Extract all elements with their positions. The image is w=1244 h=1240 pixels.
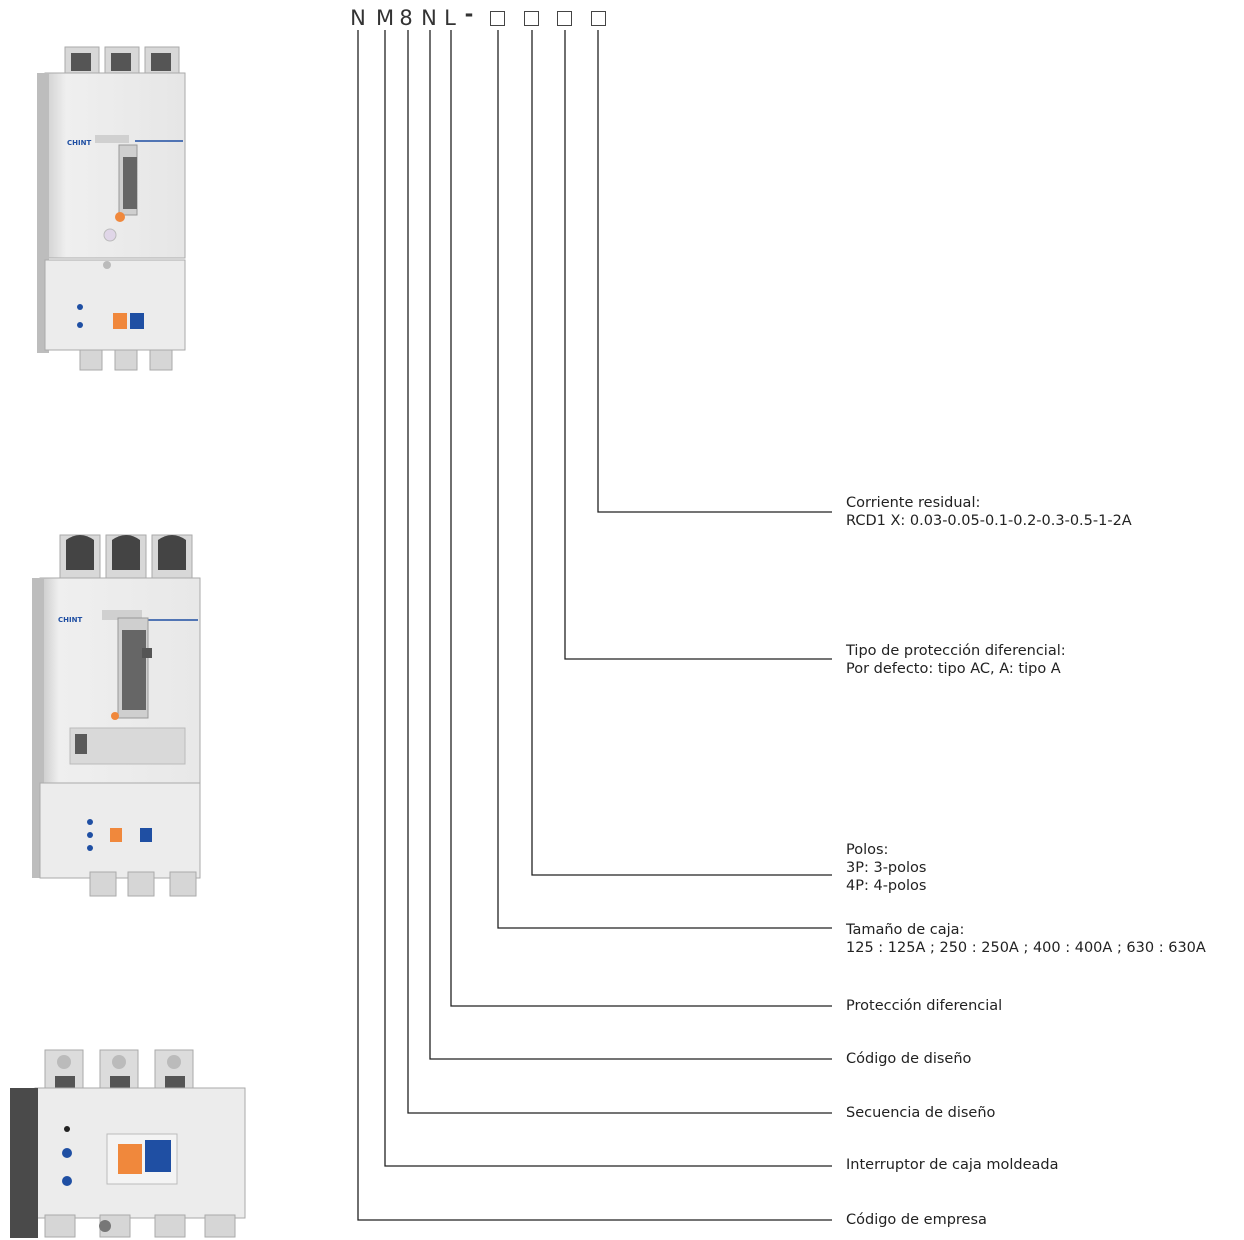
- label-case-size-values: 125 : 125A ; 250 : 250A ; 400 : 400A ; 6…: [846, 940, 1206, 956]
- label-poles-4p: 4P: 4-polos: [846, 878, 927, 894]
- label-residual-current-title: Corriente residual:: [846, 495, 981, 511]
- connector-company-code: [357, 30, 832, 1221]
- placeholder-box-protection-type: [557, 11, 572, 26]
- placeholder-box-residual-current: [591, 11, 606, 26]
- code-letter-l: L: [444, 6, 456, 30]
- label-protection-type-title: Tipo de protección diferencial:: [846, 643, 1066, 659]
- label-company-code-text: Código de empresa: [846, 1212, 987, 1228]
- connector-case-size: [497, 30, 832, 929]
- label-poles-3p: 3P: 3-polos: [846, 860, 927, 876]
- label-residual-protection-text: Protección diferencial: [846, 998, 1003, 1014]
- brand-logo-1: CHINT: [67, 139, 91, 147]
- connector-mccb: [384, 30, 832, 1167]
- label-protection-type: Tipo de protección diferencial: Por defe…: [846, 642, 1066, 678]
- connector-protection-type: [564, 30, 832, 660]
- code-letter-n2: N: [421, 6, 437, 30]
- connector-residual-current: [597, 30, 832, 513]
- code-letter-n: N: [350, 6, 366, 30]
- label-protection-type-values: Por defecto: tipo AC, A: tipo A: [846, 661, 1061, 677]
- product-image-rcd-module: [10, 1049, 246, 1238]
- connector-poles: [531, 30, 832, 876]
- brand-logo-2: CHINT: [58, 616, 82, 624]
- product-image-breaker-1: CHINT: [37, 46, 186, 371]
- label-design-code: Código de diseño: [846, 1050, 971, 1068]
- label-case-size: Tamaño de caja: 125 : 125A ; 250 : 250A …: [846, 921, 1206, 957]
- label-poles-title: Polos:: [846, 842, 889, 858]
- label-mccb: Interruptor de caja moldeada: [846, 1156, 1059, 1174]
- code-digit-8: 8: [399, 6, 413, 30]
- placeholder-box-poles: [524, 11, 539, 26]
- code-letter-m: M: [375, 6, 395, 30]
- code-dash: -: [464, 2, 474, 26]
- label-design-sequence-text: Secuencia de diseño: [846, 1105, 996, 1121]
- connector-residual-protection: [450, 30, 832, 1007]
- connector-design-code: [429, 30, 832, 1060]
- label-company-code: Código de empresa: [846, 1211, 987, 1229]
- label-design-code-text: Código de diseño: [846, 1051, 972, 1067]
- label-residual-protection: Protección diferencial: [846, 997, 1002, 1015]
- label-design-sequence: Secuencia de diseño: [846, 1104, 995, 1122]
- placeholder-box-case-size: [490, 11, 505, 26]
- connector-design-sequence: [407, 30, 832, 1114]
- label-residual-current: Corriente residual: RCD1 X: 0.03-0.05-0.…: [846, 494, 1132, 530]
- label-poles: Polos: 3P: 3-polos 4P: 4-polos: [846, 841, 926, 895]
- label-mccb-text: Interruptor de caja moldeada: [846, 1157, 1059, 1173]
- label-residual-current-values: RCD1 X: 0.03-0.05-0.1-0.2-0.3-0.5-1-2A: [846, 513, 1132, 529]
- label-case-size-title: Tamaño de caja:: [846, 922, 965, 938]
- product-image-breaker-2: CHINT: [32, 534, 201, 897]
